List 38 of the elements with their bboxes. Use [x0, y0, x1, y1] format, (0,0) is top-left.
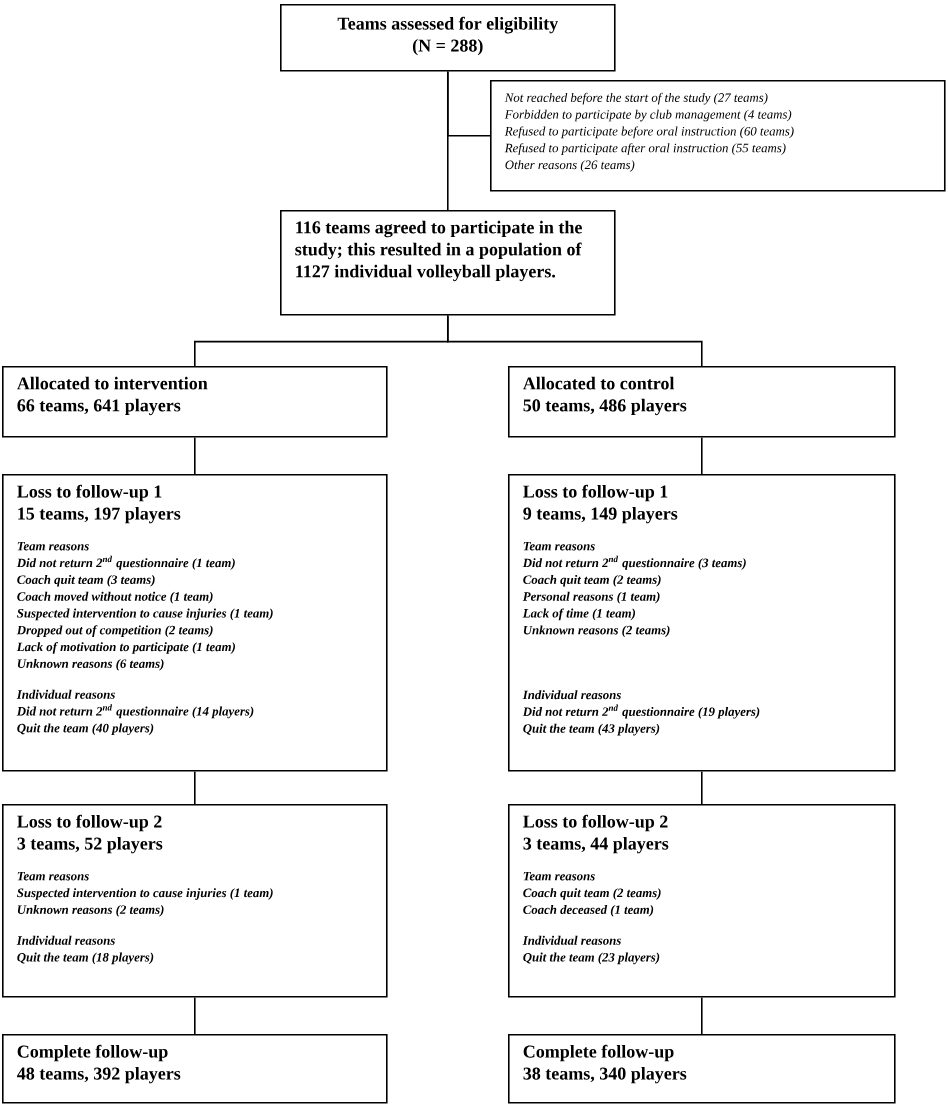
- flow-box: [508, 804, 896, 998]
- count-text: 38 teams, 340 players: [523, 1066, 687, 1084]
- heading-text: Loss to follow-up 1: [17, 484, 162, 502]
- flow-box: [2, 474, 388, 772]
- connector-line: [701, 996, 703, 1035]
- heading-text: (N = 288): [412, 39, 483, 56]
- flow-box: [508, 474, 896, 772]
- heading-text: Complete follow-up: [523, 1044, 674, 1062]
- summary-text: 116 teams agreed to participate in the study; this resulted in a population of 1127 individual volleyball players.: [295, 220, 582, 282]
- connector-line: [194, 770, 196, 805]
- heading-text: Loss to follow-up 1: [523, 484, 668, 502]
- count-text: 3 teams, 52 players: [17, 837, 163, 854]
- connector-line: [447, 70, 449, 211]
- flow-box: [508, 366, 896, 438]
- connector-line: [194, 436, 196, 475]
- count-text: 9 teams, 149 players: [523, 507, 678, 524]
- count-text: 3 teams, 44 players: [523, 837, 669, 854]
- heading-text: Loss to follow-up 2: [523, 814, 668, 832]
- heading-text: Loss to follow-up 2: [17, 814, 162, 832]
- heading-text: Teams assessed for eligibility: [337, 16, 558, 34]
- count-text: 48 teams, 392 players: [17, 1066, 181, 1084]
- flow-box: [490, 80, 946, 192]
- connector-line: [447, 314, 703, 367]
- count-text: 66 teams, 641 players: [17, 398, 181, 416]
- heading-text: Allocated to intervention: [17, 376, 208, 390]
- connector-line: [701, 770, 703, 805]
- flow-box: [280, 210, 616, 316]
- flow-box: [280, 4, 616, 72]
- flow-box: [2, 1034, 388, 1104]
- flow-box: [2, 804, 388, 998]
- count-text: 50 teams, 486 players: [523, 398, 687, 416]
- heading-text: Complete follow-up: [17, 1044, 168, 1062]
- flow-box: [2, 366, 388, 438]
- connector-line: [194, 996, 196, 1035]
- connector-line: [701, 436, 703, 475]
- heading-text: Allocated to control: [523, 376, 675, 390]
- count-text: 15 teams, 197 players: [18, 507, 181, 524]
- flow-box: [508, 1034, 896, 1104]
